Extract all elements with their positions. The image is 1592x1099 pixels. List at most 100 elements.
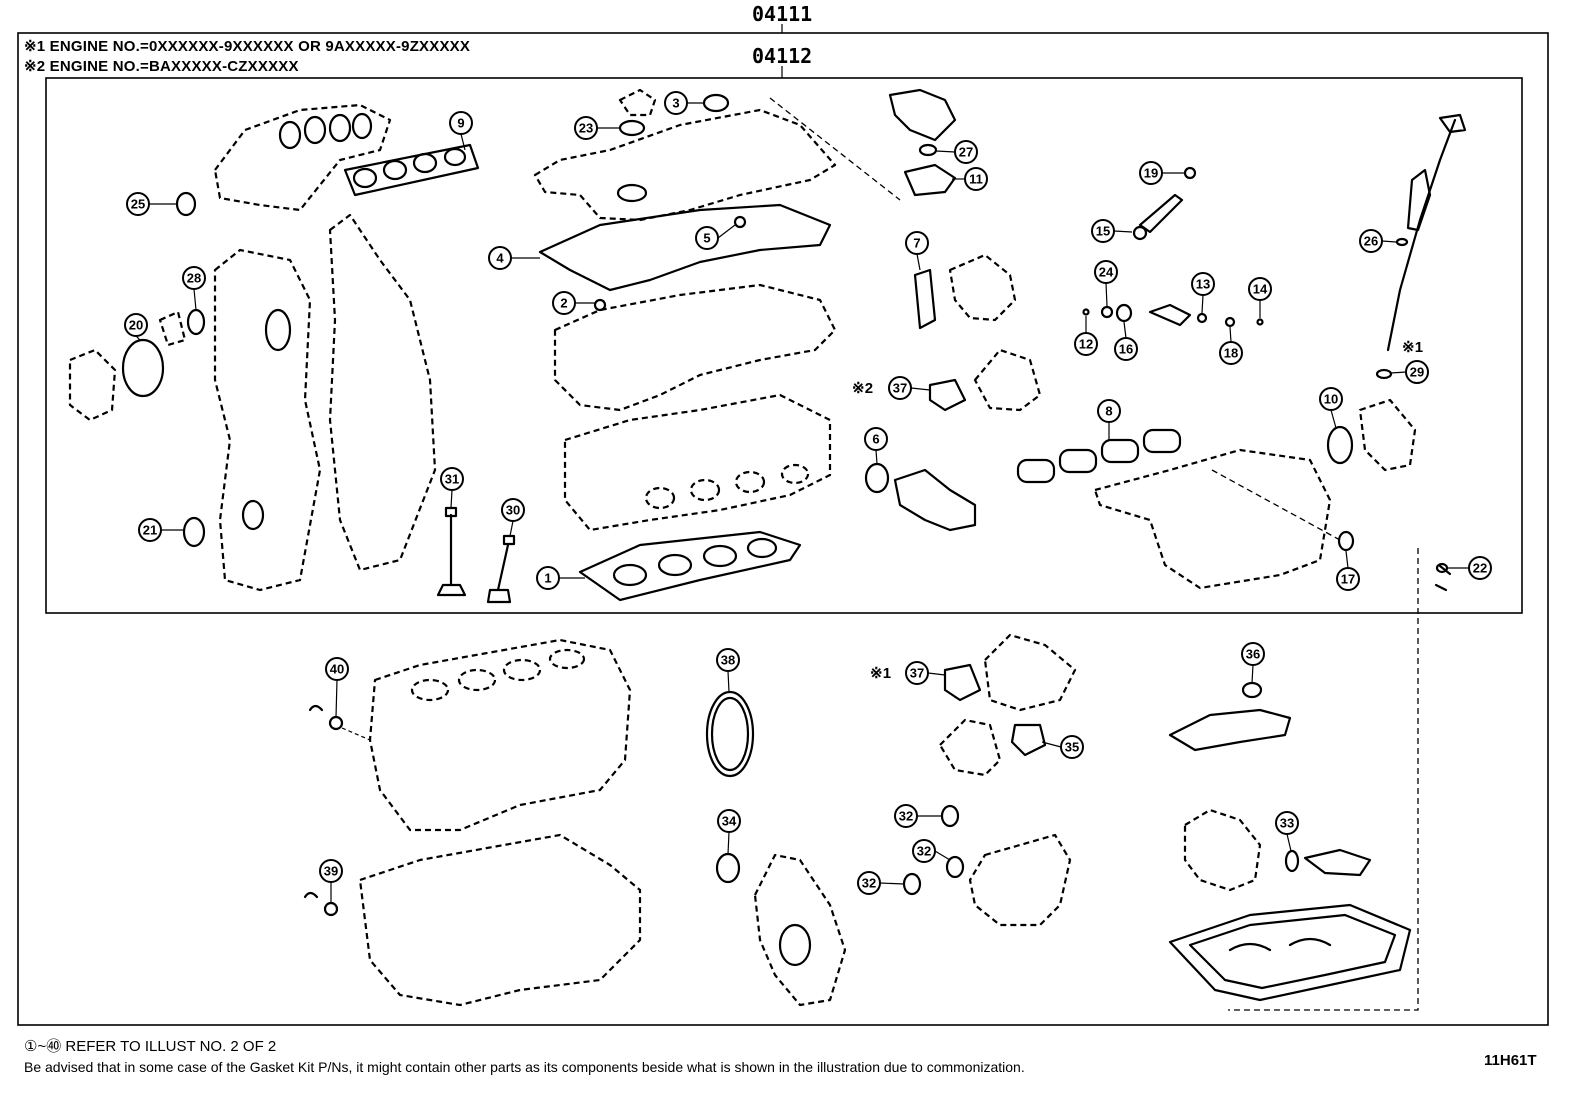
- oil-pipe: [1168, 708, 1292, 752]
- gasket-36: [1241, 681, 1263, 699]
- disclaimer: Be advised that in some case of the Gask…: [24, 1059, 1025, 1075]
- oil-filler-cap-gasket: [618, 119, 646, 137]
- callout-9: 9: [449, 111, 473, 151]
- water-pipe-gasket-7: [913, 268, 937, 330]
- svg-text:7: 7: [913, 236, 920, 251]
- callout-6: 6: [864, 427, 888, 465]
- cylinder-head: [563, 393, 832, 532]
- callout-37-lower: 37: [905, 661, 946, 685]
- head-cover-gasket: [538, 203, 832, 292]
- callout-38: 38: [716, 648, 740, 693]
- callout-20: 20: [124, 313, 148, 341]
- callout-19: 19: [1139, 161, 1185, 185]
- callout-7: 7: [905, 231, 929, 271]
- callout-34: 34: [717, 809, 741, 855]
- water-outlet-gasket-11: [903, 163, 957, 197]
- timing-chain-case: [328, 213, 437, 572]
- svg-text:16: 16: [1119, 342, 1133, 357]
- callout-3: 3: [664, 91, 704, 115]
- svg-text:12: 12: [1079, 337, 1093, 352]
- water-inlet-housing: [948, 253, 1017, 322]
- gasket-15: [1132, 225, 1148, 241]
- svg-text:25: 25: [131, 197, 145, 212]
- callout-10: 10: [1319, 387, 1343, 429]
- sensor-body: [1148, 303, 1192, 327]
- svg-text:24: 24: [1099, 265, 1114, 280]
- o-ring-27: [918, 143, 938, 157]
- svg-text:4: 4: [496, 251, 504, 266]
- heat-shield-holes: [278, 112, 373, 150]
- egr-gasket-37-lower: [943, 663, 982, 702]
- engine-note-2: ※2 ENGINE NO.=BAXXXXX-CZXXXXX: [24, 58, 299, 75]
- engine-note-1: ※1 ENGINE NO.=0XXXXXX-9XXXXXX OR 9AXXXXX…: [24, 38, 471, 55]
- svg-text:2: 2: [560, 296, 567, 311]
- gasket-32-c: [902, 872, 922, 896]
- crankcase: [358, 833, 642, 1007]
- callout-32a: 32: [894, 804, 942, 828]
- oil-filter-bracket: [1183, 808, 1262, 892]
- oil-pan: [1168, 903, 1412, 1002]
- svg-text:32: 32: [917, 844, 931, 859]
- callout-5: 5: [695, 224, 736, 250]
- callout-31: 31: [440, 467, 464, 509]
- timing-chain-cover: [213, 248, 322, 592]
- svg-text:8: 8: [1105, 404, 1112, 419]
- intake-manifold-gasket-8: [1016, 428, 1182, 484]
- callout-32b: 32: [912, 839, 951, 863]
- callout-32c: 32: [857, 871, 905, 895]
- outer-kit-frame: [17, 32, 1549, 1026]
- thermostat-housing: [893, 468, 977, 532]
- callout-35: 35: [1041, 735, 1084, 759]
- callout-12: 12: [1074, 316, 1098, 356]
- svg-text:32: 32: [862, 876, 876, 891]
- svg-text:32: 32: [899, 809, 913, 824]
- egr-gasket-37-upper: [928, 378, 967, 412]
- cylinder-head-gasket: [578, 530, 802, 602]
- throttle-body: [1358, 398, 1417, 472]
- refer-note: ①~㊵ REFER TO ILLUST NO. 2 OF 2: [24, 1038, 277, 1055]
- o-ring-29: [1375, 368, 1393, 380]
- oil-seal-21: [182, 516, 206, 548]
- svg-text:5: 5: [703, 231, 710, 246]
- svg-text:27: 27: [959, 145, 973, 160]
- dipstick-guide: [1406, 168, 1432, 232]
- callout-28: 28: [182, 266, 206, 311]
- plug-40: [328, 715, 344, 731]
- callout-37-upper: 37: [888, 376, 931, 400]
- svg-text:37: 37: [893, 381, 907, 396]
- cylinder-block: [368, 638, 632, 832]
- svg-text:17: 17: [1341, 572, 1355, 587]
- svg-text:28: 28: [187, 271, 201, 286]
- water-pump: [68, 348, 117, 422]
- oil-dipstick: [1386, 118, 1457, 352]
- callout-22: 22: [1448, 556, 1492, 580]
- exhaust-valve-30: [486, 543, 512, 604]
- gasket-32-a: [940, 804, 960, 828]
- water-bypass-housing: [968, 833, 1072, 927]
- callout-33: 33: [1275, 811, 1299, 852]
- svg-text:34: 34: [722, 814, 737, 829]
- oil-filler-cap-3: [702, 93, 730, 113]
- callout-18: 18: [1219, 326, 1243, 365]
- callout-26: 26: [1359, 229, 1397, 253]
- callout-15: 15: [1091, 219, 1133, 243]
- svg-text:1: 1: [544, 571, 551, 586]
- svg-text:35: 35: [1065, 740, 1079, 755]
- callout-14: 14: [1248, 277, 1272, 318]
- callout-24: 24: [1094, 260, 1118, 307]
- throttle-gasket-10: [1326, 425, 1354, 465]
- engine-marker-1-upper: ※1: [1402, 339, 1424, 356]
- callout-11: 11: [952, 167, 988, 191]
- svg-text:6: 6: [872, 432, 879, 447]
- callout-13: 13: [1191, 272, 1215, 314]
- outer-kit-code: 04111: [752, 2, 813, 26]
- callout-40: 40: [325, 657, 349, 718]
- gasket-16: [1115, 303, 1133, 323]
- svg-text:3: 3: [672, 96, 679, 111]
- svg-text:9: 9: [457, 116, 464, 131]
- cylinder-head-cover: [533, 108, 837, 222]
- egr-cooler-lower: [983, 633, 1077, 712]
- svg-text:36: 36: [1246, 647, 1260, 662]
- svg-text:14: 14: [1253, 282, 1268, 297]
